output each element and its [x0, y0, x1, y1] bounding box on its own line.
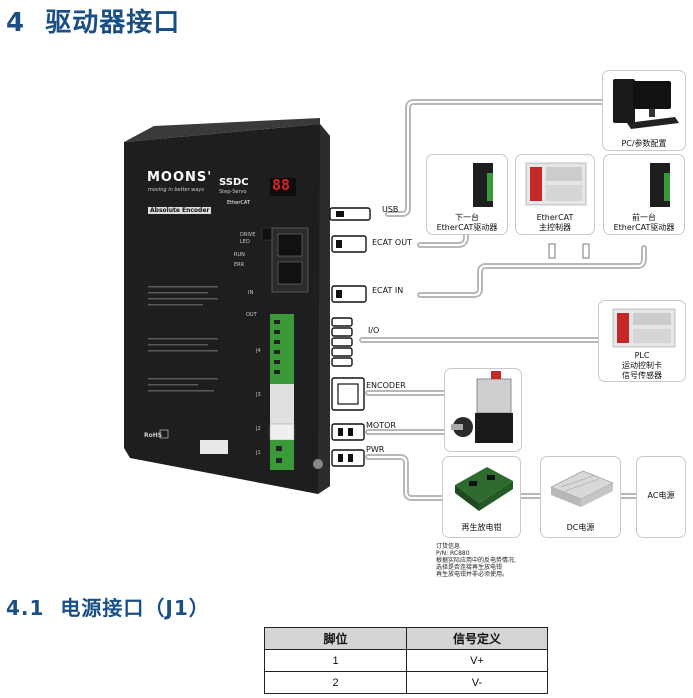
table-row: 1 V+	[264, 649, 548, 672]
drive-label-out: OUT	[246, 312, 257, 318]
drive-label-j1: J1	[256, 450, 261, 456]
order-note-line-3: 根据实际应用中的反电势情况,	[436, 557, 516, 564]
motor-box	[444, 368, 522, 452]
drive-bus-label: EtherCAT	[227, 200, 250, 206]
subsection-number: 4.1	[6, 596, 45, 620]
next-drive-box: 下一台 EtherCAT驱动器	[426, 154, 508, 235]
dc-power-icon	[550, 470, 614, 507]
order-note-line-2: P/N: RC880	[436, 550, 470, 557]
motor-icon	[451, 371, 513, 443]
drive-model-sub: Step-Servo	[219, 189, 247, 195]
table-header-signal: 信号定义	[406, 627, 548, 650]
prev-drive-icon	[650, 163, 670, 207]
table-cell-pin: 2	[264, 671, 407, 694]
drive-label-j3: J3	[256, 392, 261, 398]
drive-label-in: IN	[248, 290, 254, 296]
master-caption-1: EtherCAT	[536, 213, 574, 222]
next-drive-caption-2: EtherCAT驱动器	[436, 223, 498, 232]
drive-label-j2: J2	[256, 426, 261, 432]
drive-label-err: ERR	[234, 262, 245, 268]
pc-caption: PC/参数配置	[621, 139, 667, 148]
heatsink-top	[124, 118, 320, 142]
port-usb-label: USB	[382, 205, 399, 214]
port-motor-label: MOTOR	[366, 421, 396, 430]
ethercat-stub-left	[548, 243, 556, 259]
master-box: EtherCAT 主控制器	[515, 154, 595, 235]
drive-label-j4: J4	[256, 348, 261, 354]
regen-icon	[455, 467, 513, 511]
port-ecat-in-label: ECAT IN	[372, 286, 404, 295]
prev-drive-caption-2: EtherCAT驱动器	[613, 223, 675, 232]
encoder-plug-icon	[331, 377, 365, 411]
section-heading: 4 驱动器接口	[6, 2, 180, 39]
power-connector-j1	[270, 440, 294, 470]
ecat-in-port	[277, 233, 303, 257]
table-header-row: 脚位 信号定义	[264, 627, 548, 650]
order-note-line-5: 再生放电钳并非必须使用。	[436, 571, 509, 578]
motor-connector-j2	[269, 423, 295, 441]
port-encoder-label: ENCODER	[366, 381, 406, 390]
drive-unit	[124, 118, 330, 494]
dc-caption: DC电源	[566, 523, 595, 532]
order-note-line-1: 订货信息	[436, 543, 461, 550]
drive-label-run: RUN	[234, 252, 245, 258]
plc-box: PLC 运动控制卡 信号传感器	[598, 300, 686, 382]
rating-label	[200, 440, 228, 454]
ac-box: AC电源	[636, 456, 686, 538]
table-cell-signal: V-	[406, 671, 548, 694]
drive-tagline: moving in better ways	[148, 187, 204, 193]
table-cell-pin: 1	[264, 649, 407, 672]
table-header-pin: 脚位	[264, 627, 407, 650]
plc-caption-3: 信号传感器	[622, 371, 662, 380]
drive-label-led: LED	[240, 239, 250, 245]
order-note: 订货信息 P/N: RC880 根据实际应用中的反电势情况, 选择是否连接再生放…	[436, 543, 516, 578]
regen-caption: 再生放电钳	[461, 523, 502, 532]
subsection-title: 电源接口（J1）	[60, 596, 210, 620]
cable-plugs	[329, 207, 371, 467]
port-pwr-label: PWR	[366, 445, 385, 454]
drive-label-drive: DRIVE	[240, 232, 256, 238]
section-number: 4	[6, 8, 26, 38]
ecat-in-cable	[417, 245, 647, 298]
next-drive-icon	[473, 163, 493, 207]
regen-box: 再生放电钳	[442, 456, 521, 538]
table-cell-signal: V+	[406, 649, 548, 672]
plc-caption-1: PLC	[634, 351, 650, 360]
pin-table: 脚位 信号定义 1 V+ 2 V-	[264, 627, 548, 694]
plc-icon	[612, 308, 676, 348]
drive-type-label: Absolute Encoder	[148, 207, 212, 214]
section-title: 驱动器接口	[45, 8, 181, 38]
next-drive-caption-1: 下一台	[455, 213, 479, 222]
pc-icon	[613, 79, 679, 129]
ground-screw	[313, 459, 323, 469]
table-row: 2 V-	[264, 671, 548, 694]
subsection-heading: 4.1 电源接口（J1）	[6, 592, 210, 621]
plc-caption-2: 运动控制卡	[622, 361, 662, 370]
io-connector-j4	[270, 314, 294, 384]
drive-model: SSDC	[219, 177, 249, 188]
drive-brand: MOONS'	[147, 170, 213, 185]
drive-rohs: RoHS	[144, 432, 163, 439]
ethercat-stub-right	[582, 243, 590, 259]
connection-diagram: MOONS' moving in better ways SSDC Step-S…	[124, 70, 686, 578]
prev-drive-box: 前一台 EtherCAT驱动器	[603, 154, 685, 235]
master-icon	[525, 162, 587, 206]
port-ecat-out-label: ECAT OUT	[372, 238, 412, 247]
encoder-connector-j3	[270, 384, 294, 424]
ecat-out-port	[277, 261, 303, 285]
order-note-line-4: 选择是否连接再生放电钳	[436, 564, 503, 571]
cable-lines	[359, 99, 647, 501]
io-plug-icon	[331, 317, 353, 327]
pc-box: PC/参数配置	[602, 70, 686, 151]
drive-display: 88	[272, 176, 291, 194]
ac-caption: AC电源	[647, 491, 675, 500]
port-io-label: I/O	[368, 326, 380, 335]
master-caption-2: 主控制器	[539, 223, 571, 232]
dc-box: DC电源	[540, 456, 621, 538]
prev-drive-caption-1: 前一台	[632, 213, 656, 222]
